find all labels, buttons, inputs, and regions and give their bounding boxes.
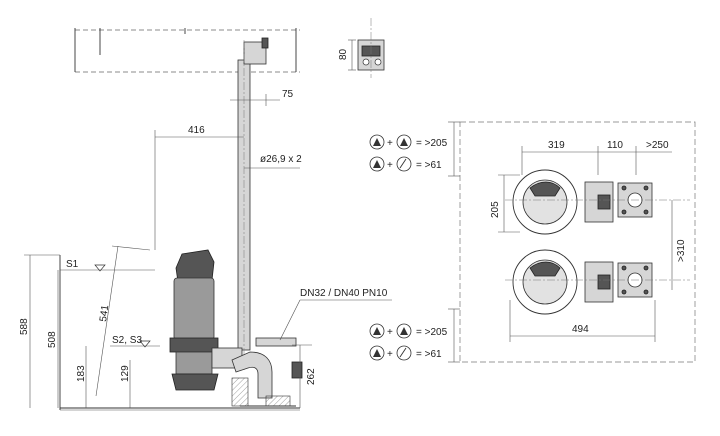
legend-top-plus-2: + xyxy=(387,160,393,171)
label-s1: S1 xyxy=(66,259,79,270)
dim-75: 75 xyxy=(282,89,294,100)
outlet-label: DN32 / DN40 PN10 xyxy=(300,288,388,299)
legend-top-value-2: = >61 xyxy=(416,160,442,171)
dim-262-lines xyxy=(292,344,312,408)
bracket-detail xyxy=(348,18,385,78)
pump-unit xyxy=(169,249,243,391)
guide-pipe xyxy=(237,37,269,370)
dim-588-lines xyxy=(24,254,60,408)
level-s1 xyxy=(60,264,155,272)
plan-pump-top xyxy=(505,169,690,235)
level-s2s3 xyxy=(110,340,160,348)
dim-262: 262 xyxy=(306,368,317,385)
legend-bottom xyxy=(369,323,412,361)
dim-250: >250 xyxy=(646,140,669,151)
dim-494: 494 xyxy=(572,324,589,335)
plan-pump-bottom xyxy=(505,249,690,315)
legend-bottom-plus-1: + xyxy=(387,327,393,338)
dim-310: >310 xyxy=(676,239,687,262)
plan-frame xyxy=(448,121,696,363)
legend-bottom-value-2: = >61 xyxy=(416,349,442,360)
legend-bottom-value-1: = >205 xyxy=(416,327,448,338)
dim-416: 416 xyxy=(188,125,205,136)
dim-129: 129 xyxy=(120,365,131,382)
dim-80: 80 xyxy=(338,48,349,60)
dim-508: 508 xyxy=(47,331,58,348)
floor-line xyxy=(60,407,300,411)
legend-top-value-1: = >205 xyxy=(416,138,448,149)
outlet-leader xyxy=(279,299,392,341)
legend-bottom-plus-2: + xyxy=(387,349,393,360)
dim-541-lines xyxy=(95,245,151,397)
dim-588: 588 xyxy=(19,318,30,335)
dim-183: 183 xyxy=(76,365,87,382)
legend-top xyxy=(369,134,412,172)
ceiling-slab xyxy=(74,28,300,73)
plan-dim-lines xyxy=(498,146,673,342)
dim-541: 541 xyxy=(98,304,111,322)
legend-top-plus-1: + xyxy=(387,138,393,149)
dim-319: 319 xyxy=(548,140,565,151)
label-s2s3: S2, S3 xyxy=(112,335,142,346)
dim-75-lines xyxy=(230,94,280,106)
dim-110: 110 xyxy=(607,140,623,151)
outlet-pedestal xyxy=(231,337,303,407)
pipe-dimension: ø26,9 x 2 xyxy=(260,154,302,165)
dim-205: 205 xyxy=(490,201,501,218)
dim-416-lines xyxy=(154,130,244,250)
